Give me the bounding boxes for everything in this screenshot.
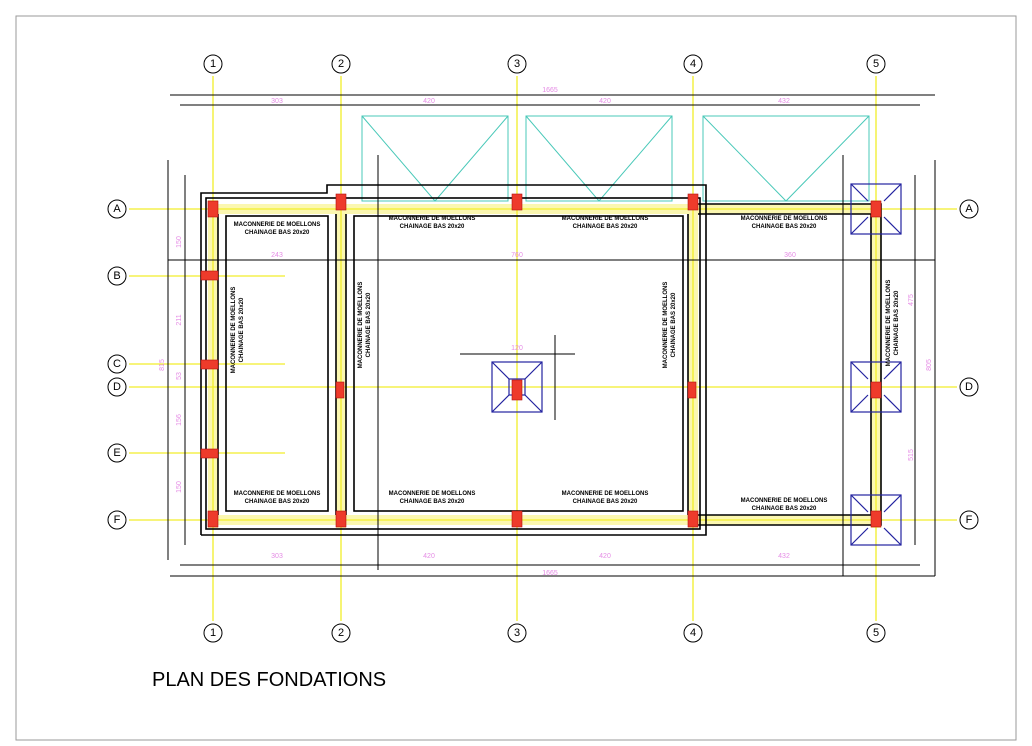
dim-left-total: 815 [159, 359, 166, 371]
axis-bubble-top-3: 3 [507, 54, 527, 74]
axis-bubble-left-E: E [107, 443, 127, 463]
axis-bubble-left-F: F [107, 510, 127, 530]
dim-bottom-4: 432 [778, 553, 790, 560]
axis-bubbles: 1 2 3 4 5 1 2 3 4 5 A B C D E F A D F [107, 54, 979, 643]
dim-inner-1: 243 [271, 252, 283, 259]
dim-bottom-total: 1665 [542, 570, 558, 577]
axis-bubble-left-D: D [107, 377, 127, 397]
dim-right-2: 515 [908, 449, 915, 461]
svg-text:2: 2 [338, 58, 344, 70]
footing-center [491, 361, 543, 413]
svg-text:F: F [114, 514, 121, 526]
svg-text:D: D [965, 381, 973, 393]
footing-5A [850, 183, 902, 235]
svg-text:B: B [113, 270, 120, 282]
axis-bubble-right-A: A [959, 199, 979, 219]
axis-bubble-top-1: 1 [203, 54, 223, 74]
canopy-outlines [361, 115, 870, 202]
axis-bubble-bottom-5: 5 [866, 623, 886, 643]
axis-bubble-bottom-4: 4 [683, 623, 703, 643]
axis-bubble-right-D: D [959, 377, 979, 397]
svg-text:5: 5 [873, 627, 879, 639]
grid-axes [129, 76, 957, 621]
dim-left-2: 211 [176, 314, 183, 325]
dimension-lines [167, 94, 936, 577]
axis-bubble-left-B: B [107, 266, 127, 286]
dim-footing: 120 [511, 345, 523, 352]
dim-bottom-1: 303 [271, 553, 283, 560]
axis-bubble-right-F: F [959, 510, 979, 530]
footing-5F [850, 494, 902, 546]
dim-inner-3: 360 [784, 252, 796, 259]
dim-bottom-2: 420 [423, 553, 435, 560]
dim-top-3: 420 [599, 98, 611, 105]
drawing-title: PLAN DES FONDATIONS [152, 669, 386, 691]
dim-top-1: 303 [271, 98, 283, 105]
svg-text:2: 2 [338, 627, 344, 639]
wall-bands [208, 200, 881, 528]
dim-right-1: 475 [908, 294, 915, 306]
dim-left-1: 150 [176, 236, 183, 248]
axis-bubble-left-C: C [107, 354, 127, 374]
svg-text:3: 3 [514, 627, 520, 639]
foundation-walls [168, 184, 935, 536]
axis-bubble-bottom-3: 3 [507, 623, 527, 643]
svg-text:1: 1 [210, 627, 216, 639]
axis-bubble-top-5: 5 [866, 54, 886, 74]
svg-text:E: E [113, 447, 120, 459]
dimension-texts: 1665 303 420 420 432 303 420 420 432 166… [159, 87, 933, 577]
dim-left-3: 53 [176, 372, 183, 380]
axis-bubble-bottom-2: 2 [331, 623, 351, 643]
dim-top-total: 1665 [542, 87, 558, 94]
svg-text:3: 3 [514, 58, 520, 70]
dim-left-5: 150 [176, 481, 183, 493]
dim-right-total: 805 [926, 359, 933, 371]
axis-bubble-bottom-1: 1 [203, 623, 223, 643]
dim-top-2: 420 [423, 98, 435, 105]
dim-bottom-3: 420 [599, 553, 611, 560]
footing-5D [850, 361, 902, 413]
axis-bubble-top-2: 2 [331, 54, 351, 74]
columns [200, 193, 882, 528]
dim-top-4: 432 [778, 98, 790, 105]
svg-text:C: C [113, 358, 121, 370]
drawing-frame [15, 15, 1017, 741]
svg-text:5: 5 [873, 58, 879, 70]
axis-bubble-top-4: 4 [683, 54, 703, 74]
dim-inner-2: 760 [511, 252, 523, 259]
svg-text:F: F [966, 514, 973, 526]
svg-text:1: 1 [210, 58, 216, 70]
svg-text:4: 4 [690, 627, 696, 639]
svg-text:D: D [113, 381, 121, 393]
svg-text:A: A [113, 203, 121, 215]
dim-left-4: 156 [176, 414, 183, 426]
svg-text:4: 4 [690, 58, 696, 70]
svg-text:A: A [965, 203, 973, 215]
axis-bubble-left-A: A [107, 199, 127, 219]
footings [491, 183, 902, 546]
